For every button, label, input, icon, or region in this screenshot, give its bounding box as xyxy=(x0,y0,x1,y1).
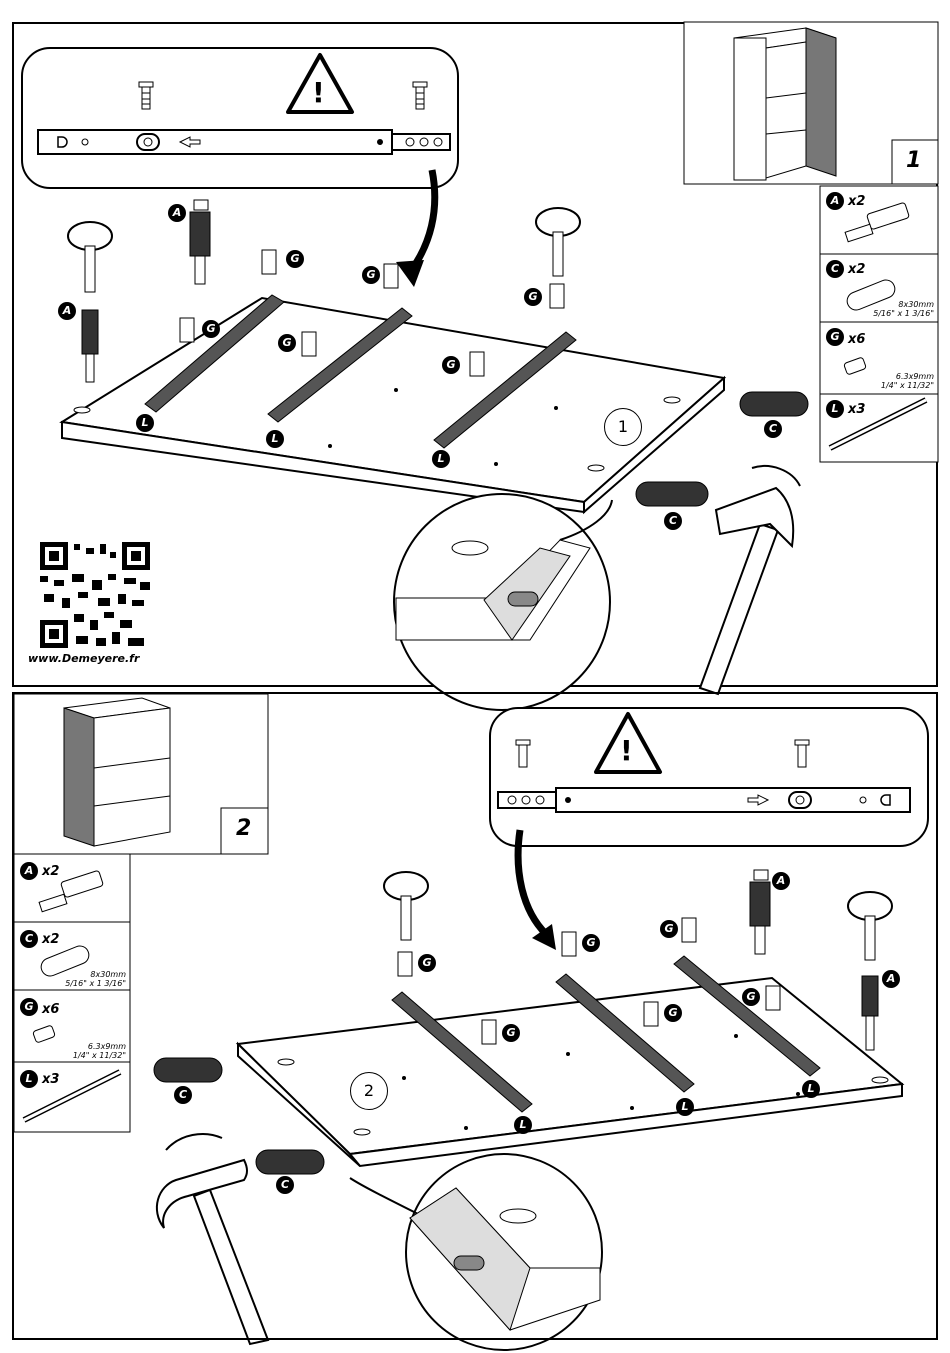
board-number: 1 xyxy=(604,408,642,446)
warning-symbol: ! xyxy=(620,734,633,767)
callout-g: G xyxy=(502,1024,520,1042)
screwdriver-icon xyxy=(68,222,112,382)
callout-c: C xyxy=(174,1086,192,1104)
callout-g: G xyxy=(742,988,760,1006)
callout-a: A xyxy=(772,872,790,890)
part-l-qty: x3 xyxy=(42,1072,59,1087)
screw-icon xyxy=(302,332,316,356)
screw-icon xyxy=(470,352,484,376)
zoom-detail-icon xyxy=(394,494,612,710)
callout-g: G xyxy=(362,266,380,284)
callout-g: G xyxy=(664,1004,682,1022)
callout-c: C xyxy=(664,512,682,530)
part-g-qty: x6 xyxy=(42,1002,59,1017)
screw-icon xyxy=(262,250,276,274)
part-a-badge: A xyxy=(20,862,38,880)
board-number: 2 xyxy=(350,1072,388,1110)
screw-icon xyxy=(384,264,398,288)
step-2-panel xyxy=(12,692,938,1340)
cabinet-icon xyxy=(684,22,938,184)
callout-g: G xyxy=(442,356,460,374)
cam-bolt-icon xyxy=(190,200,210,284)
part-c-qty: x2 xyxy=(848,262,865,277)
part-l-qty: x3 xyxy=(848,402,865,417)
part-g-qty: x6 xyxy=(848,332,865,347)
callout-l: L xyxy=(432,450,450,468)
callout-g: G xyxy=(278,334,296,352)
callout-l: L xyxy=(514,1116,532,1134)
callout-g: G xyxy=(524,288,542,306)
part-g-badge: G xyxy=(20,998,38,1016)
part-a-qty: x2 xyxy=(42,864,59,879)
part-l-badge: L xyxy=(20,1070,38,1088)
warning-callout-step1 xyxy=(22,48,458,188)
callout-g: G xyxy=(418,954,436,972)
part-a-badge: A xyxy=(826,192,844,210)
part-c-badge: C xyxy=(826,260,844,278)
screwdriver-icon xyxy=(536,208,580,276)
callout-l: L xyxy=(266,430,284,448)
callout-g: G xyxy=(286,250,304,268)
part-c-qty: x2 xyxy=(42,932,59,947)
screw-icon xyxy=(550,284,564,308)
qr-code-icon xyxy=(40,542,150,648)
rail-icon xyxy=(38,130,450,154)
warning-symbol: ! xyxy=(312,76,325,109)
hammer-icon xyxy=(700,466,800,694)
callout-c: C xyxy=(764,420,782,438)
screw-icon xyxy=(180,318,194,342)
callout-g: G xyxy=(660,920,678,938)
callout-a: A xyxy=(882,970,900,988)
callout-c: C xyxy=(276,1176,294,1194)
callout-g: G xyxy=(202,320,220,338)
callout-l: L xyxy=(802,1080,820,1098)
callout-l: L xyxy=(676,1098,694,1116)
callout-a: A xyxy=(58,302,76,320)
part-l-badge: L xyxy=(826,400,844,418)
website-url[interactable]: www.Demeyere.fr xyxy=(28,652,139,665)
step-2-number: 2 xyxy=(236,816,251,841)
callout-a: A xyxy=(168,204,186,222)
callout-g: G xyxy=(582,934,600,952)
part-c-badge: C xyxy=(20,930,38,948)
callout-l: L xyxy=(136,414,154,432)
step-1-number: 1 xyxy=(906,148,921,173)
board-step1 xyxy=(62,295,724,512)
part-a-qty: x2 xyxy=(848,194,865,209)
parts-list-step1 xyxy=(820,186,938,462)
part-g-badge: G xyxy=(826,328,844,346)
